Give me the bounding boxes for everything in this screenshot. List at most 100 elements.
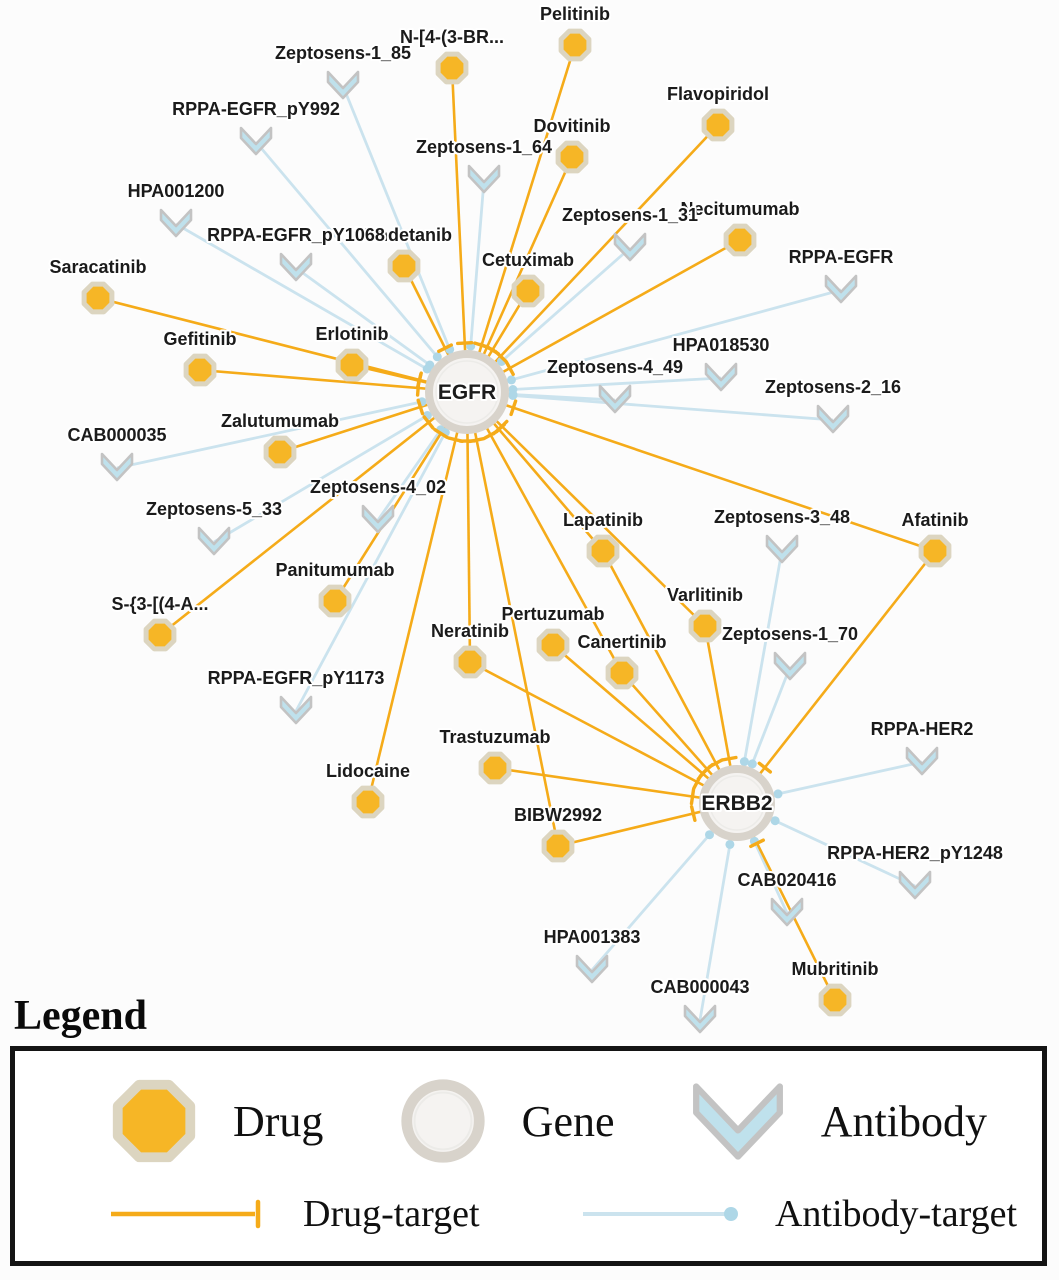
node-label-hpa001383: HPA001383 (544, 927, 641, 947)
node-label-zeptosens-4-02: Zeptosens-4_02 (310, 477, 446, 497)
legend-item-drug-target: Drug-target (105, 1192, 480, 1236)
antibody-node-rppa-egfr-py1068 (279, 252, 313, 282)
node-label-zeptosens-1-64: Zeptosens-1_64 (416, 137, 552, 157)
antibody-node-rppa-egfr (824, 274, 858, 304)
drug-target-tbar (504, 360, 515, 376)
node-label-erlotinib: Erlotinib (316, 324, 389, 344)
edge-necitumumab-egfr (466, 238, 741, 394)
drug-target-tbar (509, 399, 518, 417)
antibody-target-dot (425, 360, 435, 370)
edge-hpa001200-egfr (175, 222, 468, 394)
legend-node-types-row: Drug Gene Antibody (15, 1065, 1042, 1177)
edge-canertinib-egfr (465, 391, 624, 674)
legend-edge-types-row: Drug-target Antibody-target (15, 1177, 1042, 1251)
edge-varlitinib-egfr (466, 391, 706, 627)
gene-node-icon (401, 1079, 485, 1163)
antibody-target-dot (739, 757, 749, 767)
legend-item-gene: Gene (394, 1072, 615, 1170)
node-label-rppa-egfr-py1173: RPPA-EGFR_pY1173 (208, 668, 385, 688)
node-label-zeptosens-1-70: Zeptosens-1_70 (722, 624, 858, 644)
edge-pelitinib-egfr (465, 44, 577, 393)
drug-target-tbar (689, 787, 696, 806)
drug-target-tbar (433, 428, 449, 439)
drug-target-tbar (696, 766, 710, 781)
antibody-node-zeptosens-2-16 (816, 404, 850, 434)
antibody-node-rppa-her2 (905, 746, 939, 776)
antibody-node-hpa001383 (575, 954, 609, 984)
node-label-s-3-4-a: S-{3-[(4-A... (111, 594, 208, 614)
node-label-zeptosens-3-48: Zeptosens-3_48 (714, 507, 850, 527)
node-label-zeptosens-1-85: Zeptosens-1_85 (275, 43, 411, 63)
antibody-target-dot (432, 352, 442, 362)
drug-target-tbar (484, 344, 500, 356)
node-label-varlitinib: Varlitinib (667, 585, 743, 605)
drug-target-tbar (495, 419, 509, 433)
antibody-node-icon (692, 1083, 783, 1160)
drug-node-neratinib (453, 645, 487, 679)
node-label-lapatinib: Lapatinib (563, 510, 643, 530)
node-label-cab000043: CAB000043 (650, 977, 749, 997)
edge-pertuzumab-erbb2 (552, 644, 738, 804)
node-label-hpa018530: HPA018530 (673, 335, 770, 355)
node-label-cetuximab: Cetuximab (482, 250, 574, 270)
antibody-node-cab000035 (100, 452, 134, 482)
edge-flavopiridol-egfr (466, 124, 719, 393)
gene-node-inner-ring (435, 360, 499, 424)
antibody-node-cab000043 (683, 1004, 717, 1034)
antibody-node-zeptosens-3-48 (765, 534, 799, 564)
edge-trastuzumab-erbb2 (494, 766, 738, 805)
node-label-afatinib: Afatinib (902, 510, 969, 530)
drug-target-tbar (437, 343, 453, 353)
node-label-gefitinib: Gefitinib (164, 329, 237, 349)
labels-layer: EGFRERBB2PelitinibN-[4-(3-BR...Flavopiri… (47, 2, 1004, 999)
node-label-zeptosens-4-49: Zeptosens-4_49 (547, 357, 683, 377)
edge-neratinib-erbb2 (469, 660, 738, 805)
drug-node-varlitinib (688, 609, 722, 643)
gene-node-inner-ring (709, 775, 765, 831)
drug-node-trastuzumab (478, 751, 512, 785)
antibody-target-dot (506, 375, 516, 385)
antibody-node-zeptosens-5-33 (197, 526, 231, 556)
node-label-rppa-her2-py1248: RPPA-HER2_pY1248 (827, 843, 1003, 863)
drug-node-icon (112, 1079, 196, 1163)
node-label-zeptosens-2-16: Zeptosens-2_16 (765, 377, 901, 397)
legend-label-antibody: Antibody (820, 1096, 987, 1146)
drug-node-pertuzumab (536, 628, 570, 662)
antibody-node-zeptosens-1-31 (613, 232, 647, 262)
node-label-mubritinib: Mubritinib (792, 959, 879, 979)
gene-node-egfr (425, 350, 509, 434)
node-label-rppa-egfr: RPPA-EGFR (789, 247, 894, 267)
antibody-node-zeptosens-4-49 (598, 384, 632, 414)
drug-node-panitumumab (318, 584, 352, 618)
node-label-trastuzumab: Trastuzumab (439, 727, 550, 747)
antibody-target-dot (770, 816, 780, 826)
drug-target-tbar (720, 755, 738, 762)
node-label-zalutumumab: Zalutumumab (221, 411, 339, 431)
drug-node-mubritinib (818, 983, 852, 1017)
edge-rppa-egfr-egfr (466, 288, 842, 394)
edge-s-3-4-a-egfr (159, 390, 468, 637)
edge-bibw2992-egfr (465, 391, 560, 847)
drug-node-s-3-4-a (143, 618, 177, 652)
gene-node-erbb2 (699, 765, 775, 841)
antibody-node-zeptosens-1-70 (773, 651, 807, 681)
drug-node-vandetanib (387, 249, 421, 283)
node-label-neratinib: Neratinib (431, 621, 509, 641)
node-label-vandetanib: Vandetanib (356, 225, 452, 245)
drug-node-lidocaine (351, 785, 385, 819)
node-label-erbb2: ERBB2 (701, 792, 772, 815)
antibody-node-cab020416 (770, 897, 804, 927)
drug-node-afatinib (918, 534, 952, 568)
antibody-target-dot (725, 839, 735, 849)
drug-target-tbar (422, 415, 435, 430)
drug-node-zalutumumab (263, 435, 297, 469)
legend-label-drug-target: Drug-target (303, 1193, 480, 1235)
legend-label-drug: Drug (233, 1096, 324, 1146)
legend-label-antibody-target: Antibody-target (774, 1193, 1017, 1235)
node-label-pelitinib: Pelitinib (540, 4, 610, 24)
node-label-zeptosens-5-33: Zeptosens-5_33 (146, 499, 282, 519)
drug-target-tbar (482, 429, 499, 440)
edge-markers-layer (415, 341, 783, 849)
node-label-rppa-egfr-py1068: RPPA-EGFR_pY1068 (207, 225, 385, 245)
